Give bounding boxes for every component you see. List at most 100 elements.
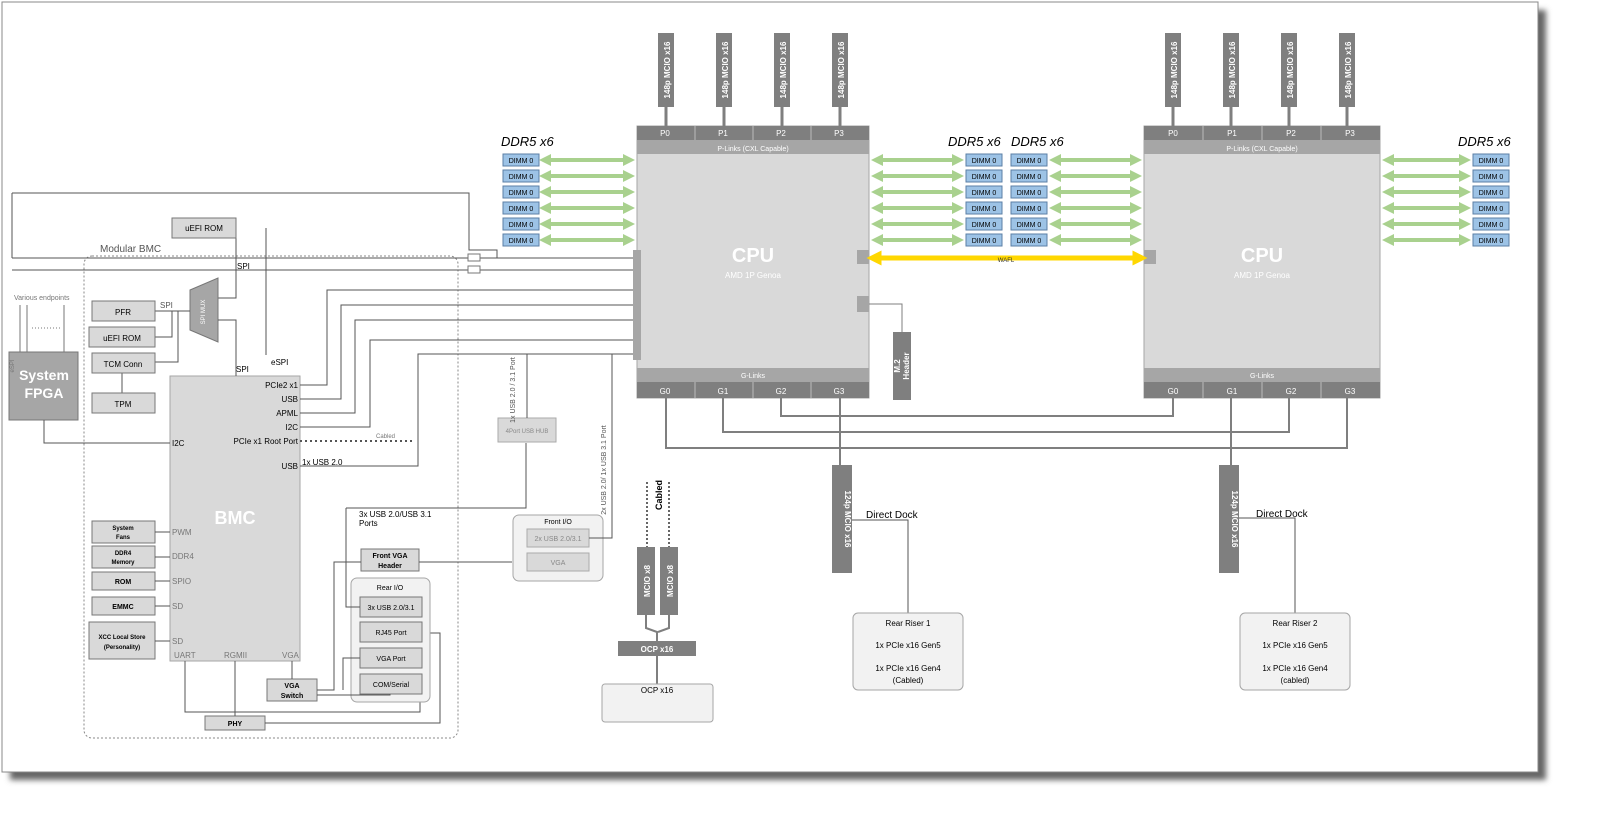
bmc-box [169,375,301,662]
dimm-label: DIMM 0 [509,174,534,181]
cpu-1-plinks-label: P-Links (CXL Capable) [717,146,788,153]
xcc-local-store-1: XCC Local Store [98,635,146,641]
dimm-slot [965,153,1003,167]
cpu-1-g3: G3 [834,387,845,396]
rear-io: Rear I/O 3x USB 2.0/3.1 RJ45 Port VGA Po… [317,443,527,703]
rom: ROM [115,579,132,586]
usb20-label: 1x USB 2.0 [302,458,343,467]
tcm-conn: TCM Conn [104,360,143,369]
cpu-2-p0: P0 [1168,129,1178,138]
rear-io-rj45: RJ45 Port [375,630,406,637]
rear-riser-2-line1: 1x PCIe x16 Gen5 [1262,641,1328,650]
riser-1-path: 124p MCIO x16 Direct Dock Rear Riser 1 1… [832,465,964,691]
cpu-2-wafl-pin [1144,250,1156,264]
pfr: PFR [115,308,131,317]
direct-dock-2: Direct Dock [1256,509,1309,520]
bmc-port-i2c-left: I2C [172,439,185,448]
cpu-1-plinks-bar [637,140,869,154]
usb-ports-note-1: 3x USB 2.0/USB 3.1 [359,510,432,519]
cpu-1: P-Links (CXL Capable) P0 P1 P2 P3 CPU AM… [633,125,870,399]
spi-label-bottom: SPI [236,365,249,374]
cpu-1-glinks-bar [637,368,869,382]
front-io-vga: VGA [551,560,566,567]
small-mux-2 [467,265,481,274]
cpu-1-subtitle: AMD 1P Genoa [725,271,781,280]
dimm-label: DIMM 0 [1017,222,1042,229]
dimm-slot [1472,153,1510,167]
rear-riser-2-line3: (cabled) [1281,676,1310,685]
front-vga-1: Front VGA [373,553,408,560]
dimm-slot [965,169,1003,183]
dimm-slot [1010,217,1048,231]
uefi-rom-top [171,217,237,239]
bmc-port-ddr4: DDR4 [172,552,194,561]
front-vga-2: Header [378,563,402,570]
m2-label-1: M.2 [893,359,902,373]
cpu-2-g3: G3 [1345,387,1356,396]
dimm-label: DIMM 0 [1017,158,1042,165]
xcc-local-store-2: (Personality) [104,645,140,651]
rear-riser-1-line3: (Cabled) [893,676,924,685]
dimm-slot [1010,201,1048,215]
rear-riser-1-line1: 1x PCIe x16 Gen5 [875,641,941,650]
uefi-rom-top-label: uEFI ROM [185,224,223,233]
espi-side-label: eSPI [10,359,16,372]
dimm-label: DIMM 0 [509,222,534,229]
dimm-label: DIMM 0 [1017,206,1042,213]
cpu-1-title: CPU [732,245,774,267]
tpm: TPM [115,400,132,409]
dimm-label: DIMM 0 [1017,190,1042,197]
dimm-slot [1010,185,1048,199]
cpu-1-mcio-1: 148p MCIO x16 [721,41,730,98]
rear-io-title: Rear I/O [377,585,404,592]
cpu-2-mcio-3: 148p MCIO x16 [1344,41,1353,98]
dimm-slot [1472,201,1510,215]
dimm-slot [1472,169,1510,183]
mcio-124-2: 124p MCIO x16 [1230,491,1239,548]
spi-label-top: SPI [237,262,250,271]
dimm-label: DIMM 0 [1479,222,1504,229]
bmc-port-uart: UART [174,651,196,660]
g-link-wiring [665,398,1348,465]
cpu-1-mcio-3: 148p MCIO x16 [837,41,846,98]
bmc-port-pcie-root: PCIe x1 Root Port [234,437,299,446]
rear-riser-1-line2: 1x PCIe x16 Gen4 [875,664,941,673]
front-io: Front I/O 2x USB 2.0/3.1 VGA 4Port USB H… [497,354,613,582]
bmc-port-usb2: USB [282,462,298,471]
rear-riser-2-line2: 1x PCIe x16 Gen4 [1262,664,1328,673]
espi-label: eSPI [271,358,288,367]
cpu-2-top-mcio: 148p MCIO x16 148p MCIO x16 148p MCIO x1… [1165,33,1355,126]
cpu-2-title: CPU [1241,245,1283,267]
system-fpga-label-2: FPGA [25,385,64,401]
bmc-peripherals: System Fans DDR4 Memory ROM EMMC XCC Loc… [88,520,512,731]
cpu-2-body [1143,125,1381,399]
cpu-1-m2-pin [857,296,869,312]
dimm-label: DIMM 0 [509,238,534,245]
dimm-slot [965,201,1003,215]
bmc-port-usb: USB [282,395,298,404]
cpu-1-g1: G1 [718,387,729,396]
dimm-slot [965,233,1003,247]
ocp-connector: OCP x16 [641,645,674,654]
ddr4-1: DDR4 [115,551,132,557]
dimm-label: DIMM 0 [972,190,997,197]
spi-mux [189,277,219,343]
m2-label-2: Header [902,352,911,379]
dimm-label: DIMM 0 [972,174,997,181]
rear-io-usb: 3x USB 2.0/3.1 [367,605,414,612]
cpu-1-wafl-pin [857,250,869,264]
cpu-2-glinks-label: G-Links [1250,373,1275,380]
dimm-label: DIMM 0 [509,190,534,197]
mcio-124-1: 124p MCIO x16 [843,491,852,548]
bmc-port-vga: VGA [282,651,300,660]
bmc-left-blocks: PFR uEFI ROM TCM Conn TPM [88,300,156,414]
cpu-1-p2: P2 [776,129,786,138]
bmc-port-sd: SD [172,602,183,611]
dimm-slot [1472,185,1510,199]
rear-io-com: COM/Serial [373,682,410,689]
spi-mux-bmc-wire [218,319,237,376]
cpu-1-top-mcio: 148p MCIO x16 148p MCIO x16 148p MCIO x1… [658,33,848,126]
rear-io-vga: VGA Port [376,656,405,663]
cpu-2-plinks-bar [1144,140,1380,154]
cpu-2-g2: G2 [1286,387,1297,396]
